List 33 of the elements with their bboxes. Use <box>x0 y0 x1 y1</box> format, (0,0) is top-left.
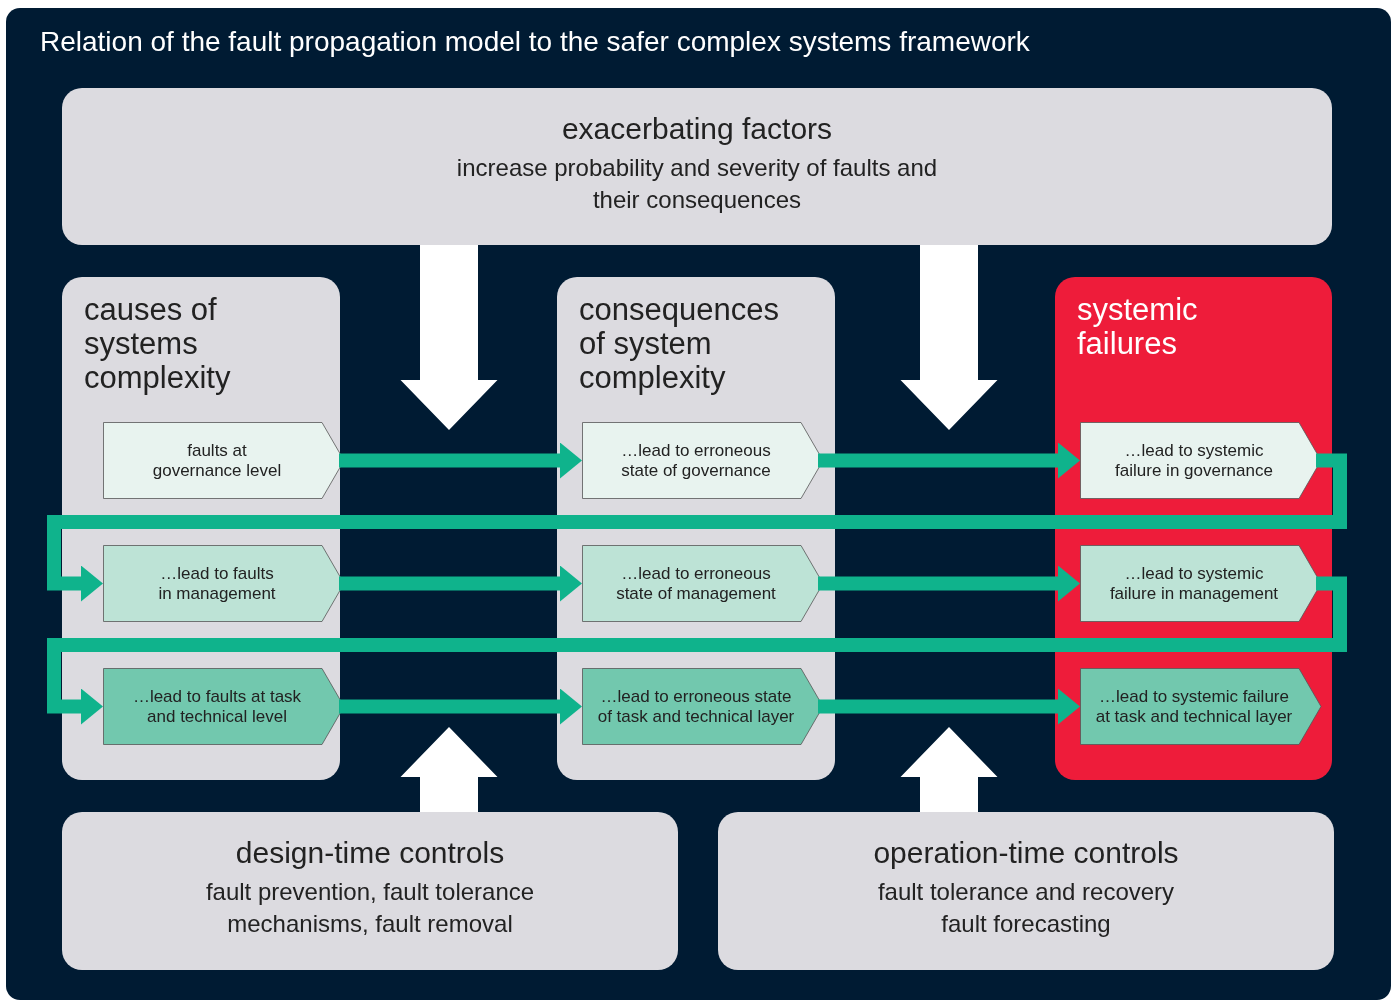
flow-arrow <box>818 442 1080 479</box>
panel-heading: operation-time controls <box>873 836 1179 870</box>
step-text: …lead to systemic failure in governance <box>1114 440 1274 481</box>
flow-arrow <box>339 442 582 479</box>
panel-description: fault prevention, fault tolerance mechanisms, fault removal <box>204 877 536 939</box>
step-text: …lead to faults in management <box>157 563 277 604</box>
step-text: …lead to erroneous state of management <box>615 563 777 604</box>
text-panel <box>718 812 1334 970</box>
panel-description: fault tolerance and recovery fault forecasting <box>876 877 1176 939</box>
flow-arrow <box>47 576 1347 725</box>
panel-heading: exacerbating factors <box>561 112 833 146</box>
column-panel <box>557 277 835 780</box>
column-heading: systemic failures <box>1077 293 1199 361</box>
flow-arrow <box>47 453 1347 602</box>
text-panel <box>62 812 678 970</box>
step-text: …lead to systemic failure at task and technical layer <box>1094 686 1294 727</box>
flow-arrow <box>818 688 1080 725</box>
text-panel <box>62 88 1332 245</box>
step-text: …lead to faults at task and technical level <box>131 686 303 727</box>
step-text: …lead to erroneous state of governance <box>620 440 772 481</box>
diagram-title: Relation of the fault propagation model to the safer complex systems framework <box>40 26 1030 58</box>
panel-heading: design-time controls <box>235 836 505 870</box>
panel-description: increase probability and severity of faults and their consequences <box>455 153 939 215</box>
step-text: …lead to erroneous state of task and technical layer <box>596 686 796 727</box>
flow-arrow <box>818 565 1080 602</box>
column-heading: causes of systems complexity <box>84 293 232 395</box>
flow-arrow <box>339 688 582 725</box>
column-heading: consequences of system complexity <box>579 293 779 395</box>
column-panel <box>1055 277 1332 780</box>
step-text: …lead to systemic failure in management <box>1108 563 1280 604</box>
column-panel <box>62 277 340 780</box>
flow-arrow <box>339 565 582 602</box>
step-text: faults at governance level <box>151 440 283 481</box>
